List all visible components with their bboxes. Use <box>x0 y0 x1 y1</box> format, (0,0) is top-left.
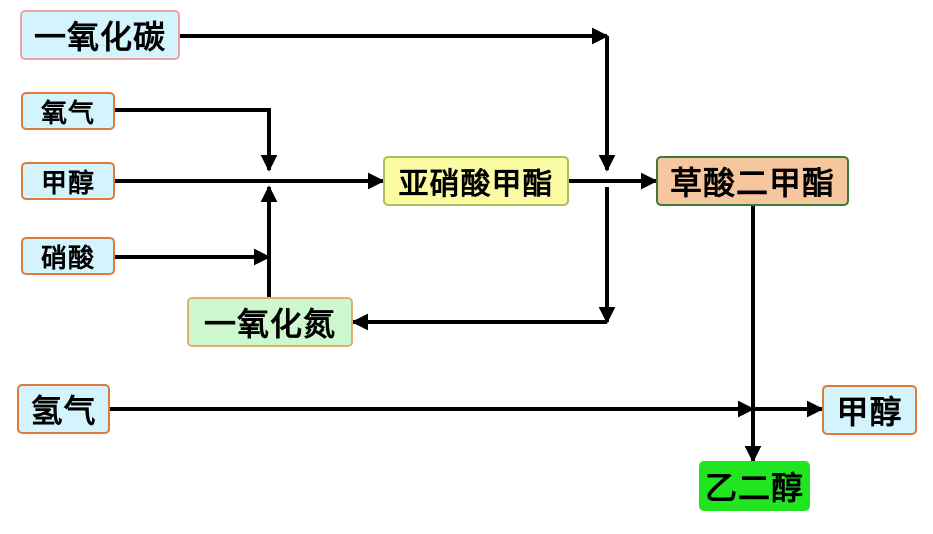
node-dimethyl-oxalate: 草酸二甲酯 <box>656 156 849 206</box>
node-nitric-oxide: 一氧化氮 <box>187 297 353 347</box>
node-hydrogen: 氢气 <box>17 384 110 434</box>
node-nitric-acid: 硝酸 <box>21 237 115 275</box>
node-methanol-in: 甲醇 <box>21 162 115 200</box>
node-carbon-monoxide: 一氧化碳 <box>20 10 180 60</box>
arrow-oxygen <box>115 108 278 172</box>
node-methyl-nitrite: 亚硝酸甲酯 <box>383 156 569 206</box>
node-methanol-out: 甲醇 <box>822 385 917 435</box>
node-ethylene-glycol: 乙二醇 <box>699 461 810 511</box>
node-oxygen: 氧气 <box>21 92 115 130</box>
